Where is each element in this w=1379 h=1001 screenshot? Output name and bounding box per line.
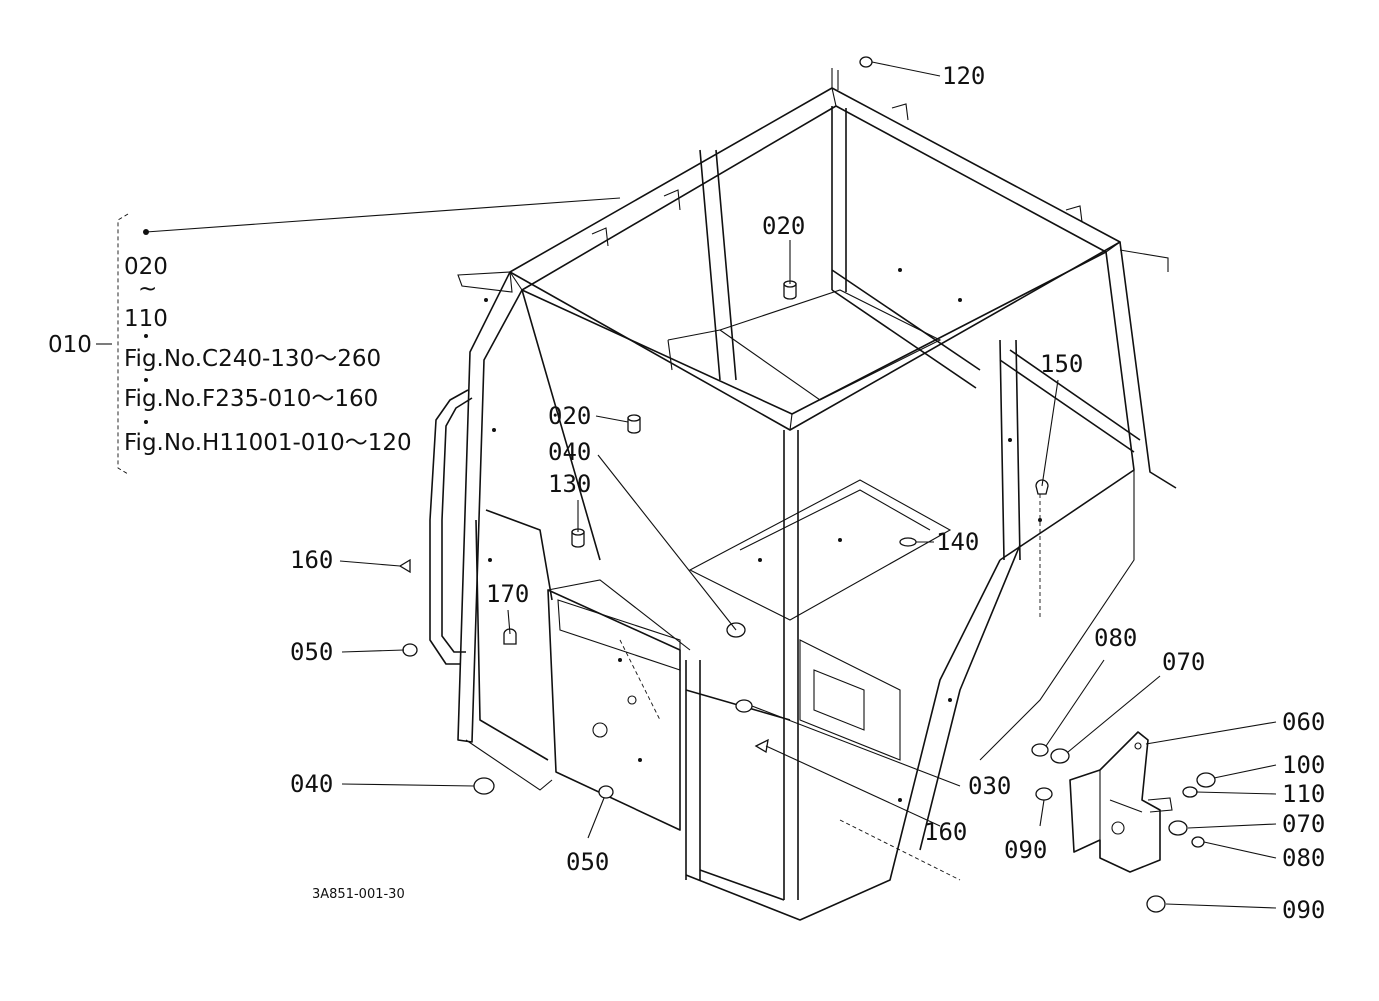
callout-110: 110 — [1282, 780, 1325, 808]
callout-030: 030 — [968, 772, 1011, 800]
callout-170: 170 — [486, 580, 529, 608]
cabin-frame-drawing — [429, 68, 1177, 921]
callout-090-left: 090 — [1004, 836, 1047, 864]
callout-100: 100 — [1282, 751, 1325, 779]
callout-050-bottom: 050 — [566, 848, 609, 876]
callout-labels: 120 020 020 040 130 150 140 160 170 050 … — [290, 62, 1325, 924]
mount-bracket-assembly — [1069, 731, 1173, 873]
callout-080-lower: 080 — [1282, 844, 1325, 872]
callout-070-lower: 070 — [1282, 810, 1325, 838]
callout-150: 150 — [1040, 350, 1083, 378]
callout-160-bottom: 160 — [924, 818, 967, 846]
callout-120: 120 — [942, 62, 985, 90]
callout-080-upper: 080 — [1094, 624, 1137, 652]
small-parts — [398, 56, 1216, 913]
callout-140: 140 — [936, 528, 979, 556]
assembly-ref-label: 010 — [48, 332, 92, 358]
callout-040-lower: 040 — [290, 770, 333, 798]
see-figure-1: Fig.No.C240-130～260 — [124, 346, 381, 372]
range-end-label: 110 — [124, 306, 168, 332]
callout-040-upper: 040 — [548, 438, 591, 466]
callout-020-top: 020 — [762, 212, 805, 240]
callout-160-left: 160 — [290, 546, 333, 574]
leader-lines — [143, 61, 1277, 909]
drawing-code: 3A851-001-30 — [312, 887, 405, 902]
frame-rivet-holes — [484, 268, 1042, 802]
callout-020-mid: 020 — [548, 402, 591, 430]
see-figure-3: Fig.No.H11001-010～120 — [124, 430, 412, 456]
callout-130: 130 — [548, 470, 591, 498]
assembly-legend: 010 020 ~ 110 Fig.No.C240-130～260 Fig.No… — [48, 213, 412, 475]
callout-060: 060 — [1282, 708, 1325, 736]
callout-050-left: 050 — [290, 638, 333, 666]
range-separator: ~ — [138, 276, 157, 302]
callout-090-bottom: 090 — [1282, 896, 1325, 924]
range-start-label: 020 — [124, 254, 168, 280]
callout-070-upper: 070 — [1162, 648, 1205, 676]
see-figure-2: Fig.No.F235-010～160 — [124, 386, 378, 412]
